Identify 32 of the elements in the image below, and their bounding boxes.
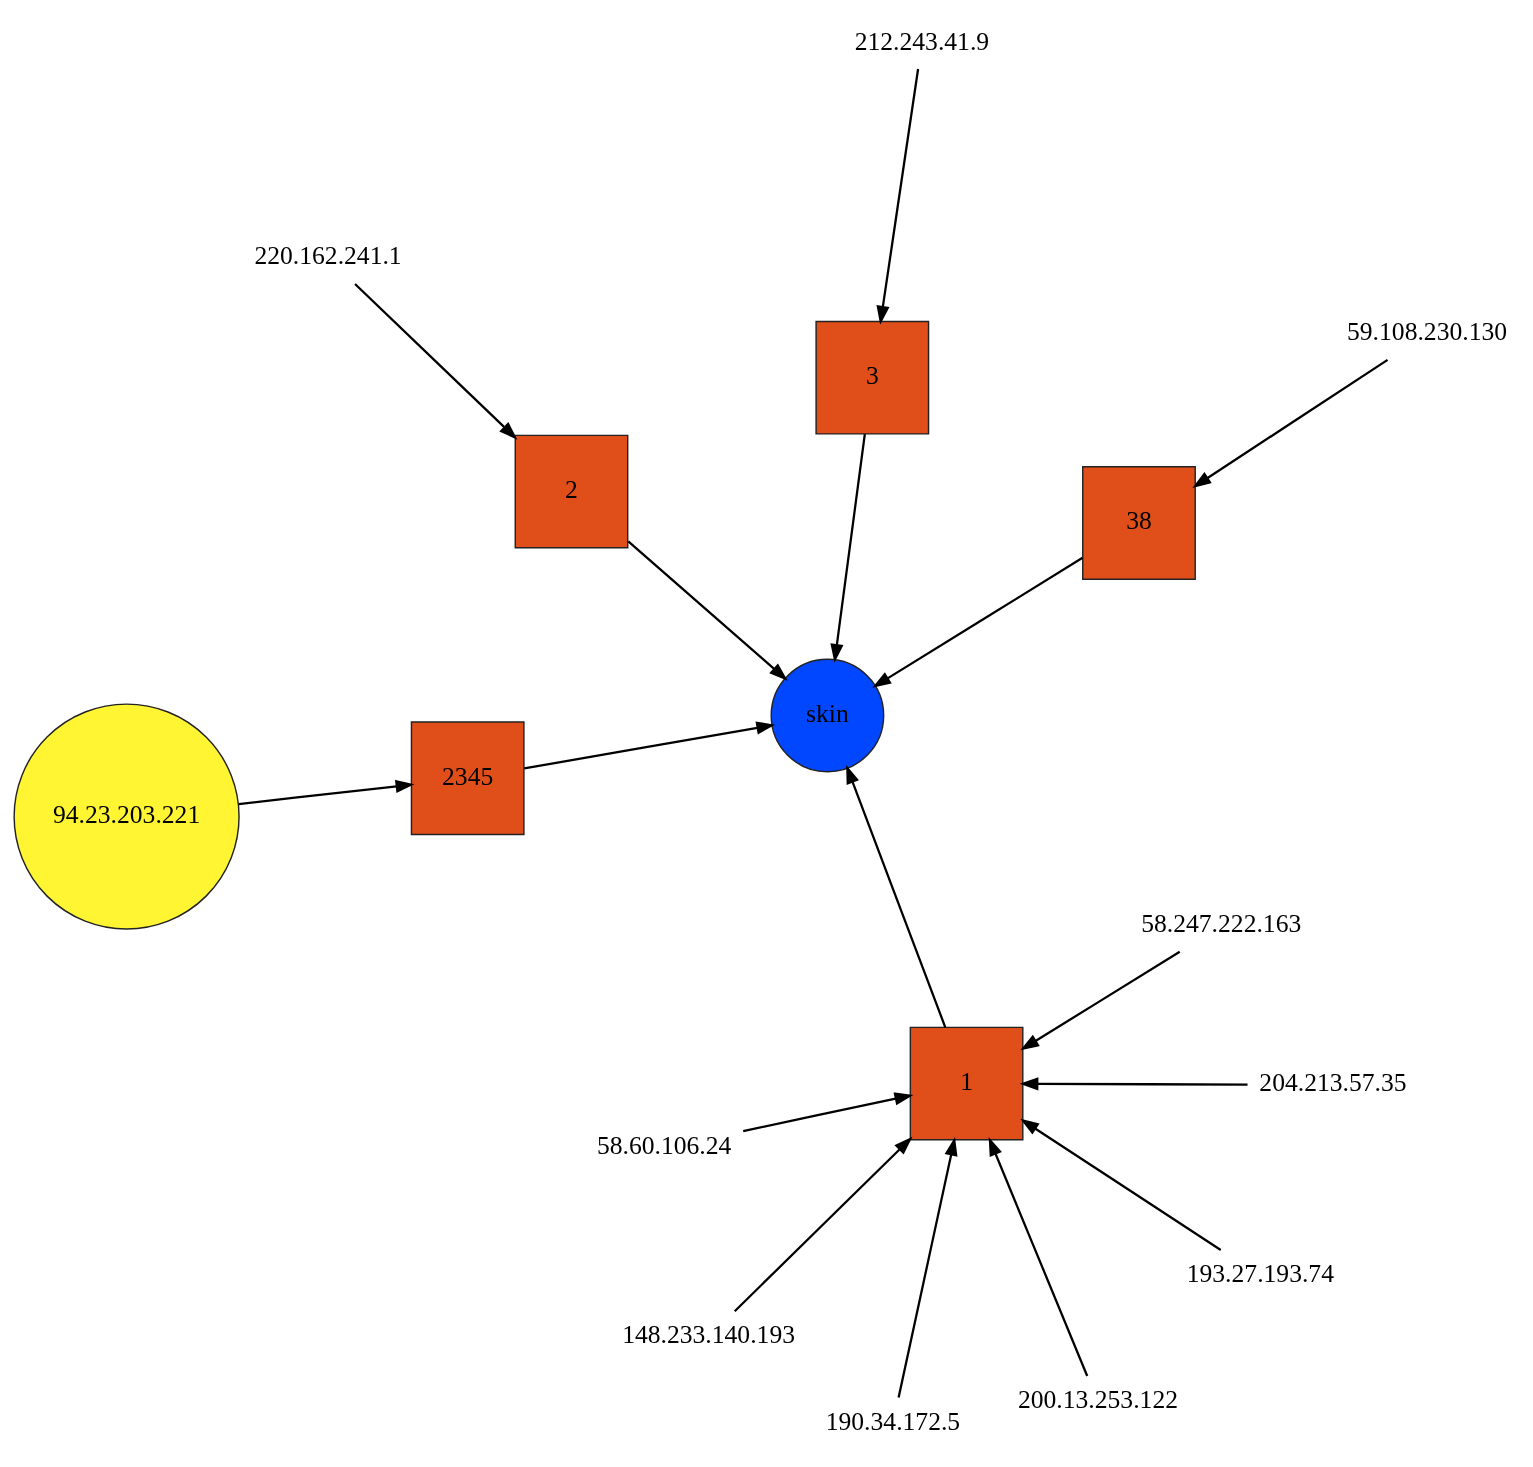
node-text: 212.243.41.9 <box>854 26 990 56</box>
node-text: 193.27.193.74 <box>1186 1259 1334 1289</box>
arrow <box>733 1136 913 1313</box>
node-box: 2345 <box>410 721 525 836</box>
arrow <box>897 1137 958 1398</box>
arrow <box>1019 1077 1248 1091</box>
node-box: 3 <box>815 320 930 435</box>
arrow <box>872 556 1084 688</box>
arrow <box>354 283 518 440</box>
node-box: 38 <box>1082 466 1196 580</box>
node-text: 59.108.230.130 <box>1347 317 1508 347</box>
node-text: 148.233.140.193 <box>622 1320 796 1350</box>
node-text: 58.60.106.24 <box>596 1131 732 1161</box>
node-text: 190.34.172.5 <box>825 1406 961 1436</box>
arrow <box>830 434 866 663</box>
arrow <box>846 765 947 1028</box>
arrow <box>876 68 920 325</box>
arrow <box>1020 1118 1222 1251</box>
arrow <box>627 540 788 681</box>
arrow <box>742 1092 914 1133</box>
node-text: 58.247.222.163 <box>1141 909 1302 939</box>
arrow <box>524 721 776 770</box>
arrow <box>988 1137 1089 1377</box>
arrow <box>1020 950 1181 1051</box>
node-text: 220.162.241.1 <box>254 241 402 271</box>
node-box: 1 <box>909 1026 1024 1141</box>
node-box: 2 <box>514 434 629 549</box>
node-circle: 94.23.203.221 <box>13 703 240 930</box>
arrow <box>238 779 415 806</box>
node-text: 200.13.253.122 <box>1017 1385 1178 1415</box>
node-text: 204.213.57.35 <box>1259 1068 1407 1098</box>
arrow <box>1192 358 1389 488</box>
